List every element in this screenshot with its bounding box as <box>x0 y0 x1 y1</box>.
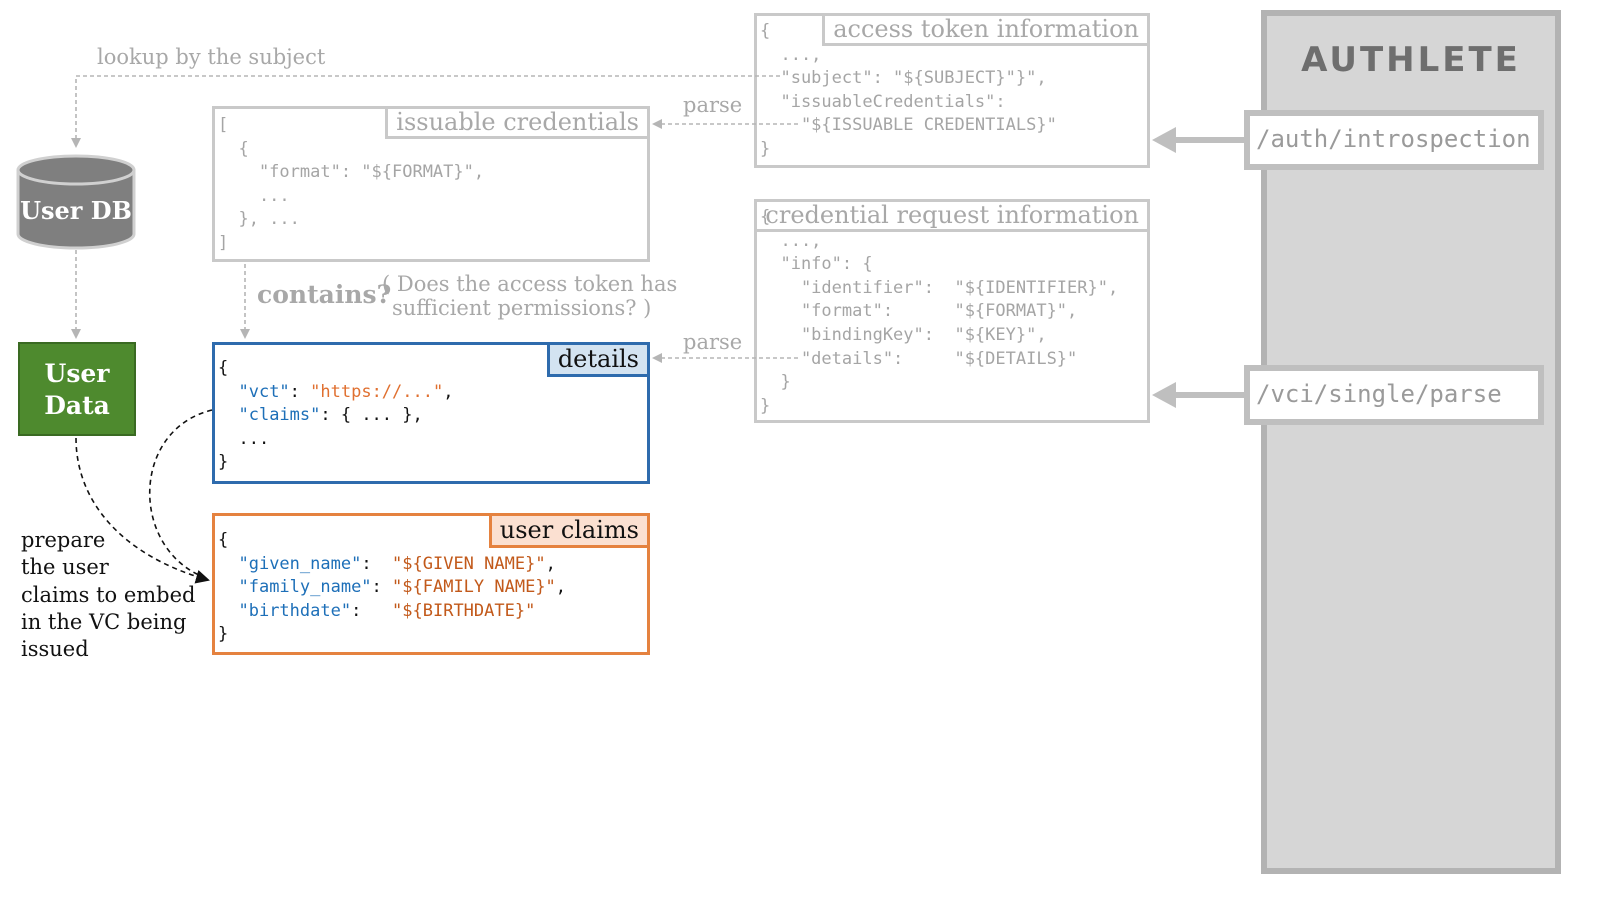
credential-request-information-code: { ..., "info": { "identifier": "${IDENTI… <box>760 207 1119 416</box>
user-data-box: User Data <box>18 342 136 436</box>
vci-parse-arrow-head <box>1152 382 1176 408</box>
contains-question-label: contains? <box>257 280 392 309</box>
credential-request-information-title: credential request information <box>754 202 1147 232</box>
details-title: details <box>546 345 647 377</box>
details-code: { "vct": "https://...", "claims": { ... … <box>218 358 454 473</box>
access-token-information-box: access token information <box>754 13 1150 168</box>
parse-label-bottom: parse <box>683 330 743 354</box>
access-token-information-code: { ..., "subject": "${SUBJECT}"}", "issua… <box>760 21 1057 159</box>
user-claims-code: { "given_name": "${GIVEN NAME}", "family… <box>218 530 567 645</box>
introspection-arrow-head <box>1152 127 1176 153</box>
user-data-line1: User <box>44 359 110 388</box>
parse-label-top: parse <box>683 93 743 117</box>
user-claims-box: user claims <box>212 513 650 655</box>
access-token-information-title: access token information <box>822 16 1147 46</box>
authlete-logo: AUTHLETE <box>1301 40 1521 80</box>
user-claims-title: user claims <box>488 516 647 548</box>
credential-request-information-box: credential request information <box>754 199 1150 423</box>
prepare-claims-label: prepare the user claims to embed in the … <box>21 528 196 662</box>
introspection-endpoint[interactable]: /auth/introspection <box>1244 110 1544 170</box>
permission-question-line1: ( Does the access token has <box>382 272 678 296</box>
vci-single-parse-endpoint[interactable]: /vci/single/parse <box>1244 365 1544 425</box>
user-db-cylinder: User DB <box>16 154 136 250</box>
details-box: details <box>212 342 650 484</box>
issuable-credentials-code: [ { "format": "${FORMAT}", ... }, ... ] <box>218 115 485 253</box>
lookup-by-subject-label: lookup by the subject <box>97 45 326 69</box>
permission-question-line2: sufficient permissions? ) <box>392 296 652 320</box>
user-data-line2: Data <box>44 391 110 420</box>
user-db-label: User DB <box>20 196 132 225</box>
